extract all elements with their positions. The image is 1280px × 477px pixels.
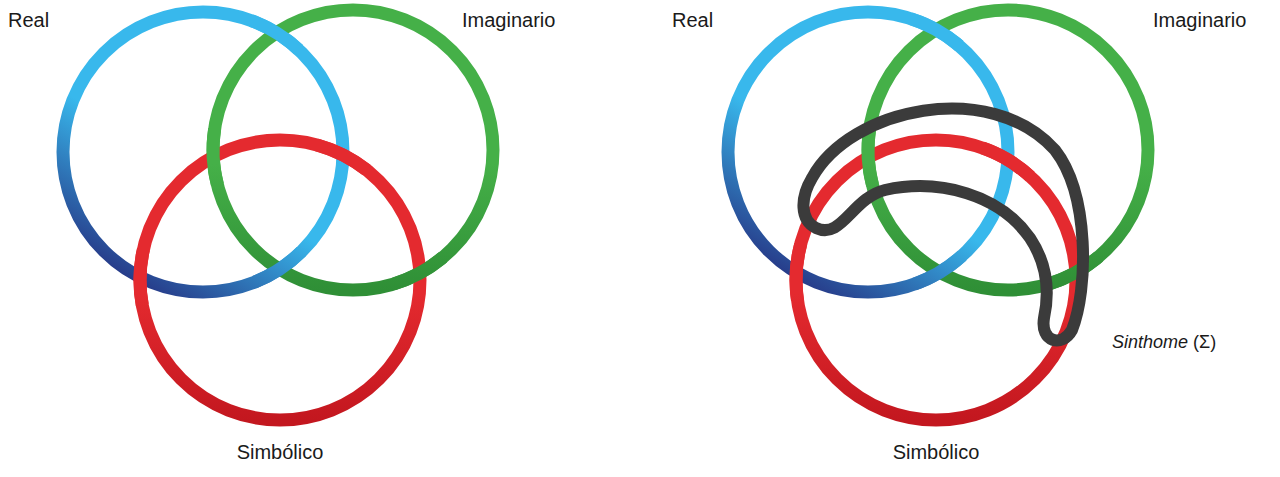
blue-ring (63, 12, 343, 292)
borromean-knot (728, 10, 1148, 420)
register-label: Real (8, 8, 49, 32)
register-label: Simbólico (237, 440, 324, 464)
ring-crossing (796, 245, 801, 301)
blue-ring (728, 12, 1008, 292)
register-label: Simbólico (893, 440, 980, 464)
register-label: Imaginario (1153, 8, 1246, 32)
sinthome-loop (803, 109, 1083, 341)
ring-crossing (394, 257, 443, 284)
ring-crossing (1050, 257, 1099, 284)
ring-crossing (911, 19, 960, 46)
ring-crossing (255, 252, 302, 282)
red-ring (140, 140, 420, 420)
ring-crossing (868, 130, 872, 186)
green-ring (213, 10, 493, 290)
borromean-knot (63, 10, 493, 420)
ring-crossing (317, 145, 367, 170)
ring-crossing (140, 249, 143, 305)
ring-crossing (213, 129, 217, 185)
register-label: Imaginario (462, 8, 555, 32)
register-label: Real (672, 8, 713, 32)
green-ring (868, 10, 1148, 290)
ring-crossing (982, 148, 1030, 177)
sinthome-label: Sinthome (Σ) (1112, 330, 1216, 354)
ring-crossing (914, 256, 962, 285)
ring-crossing (251, 21, 298, 50)
